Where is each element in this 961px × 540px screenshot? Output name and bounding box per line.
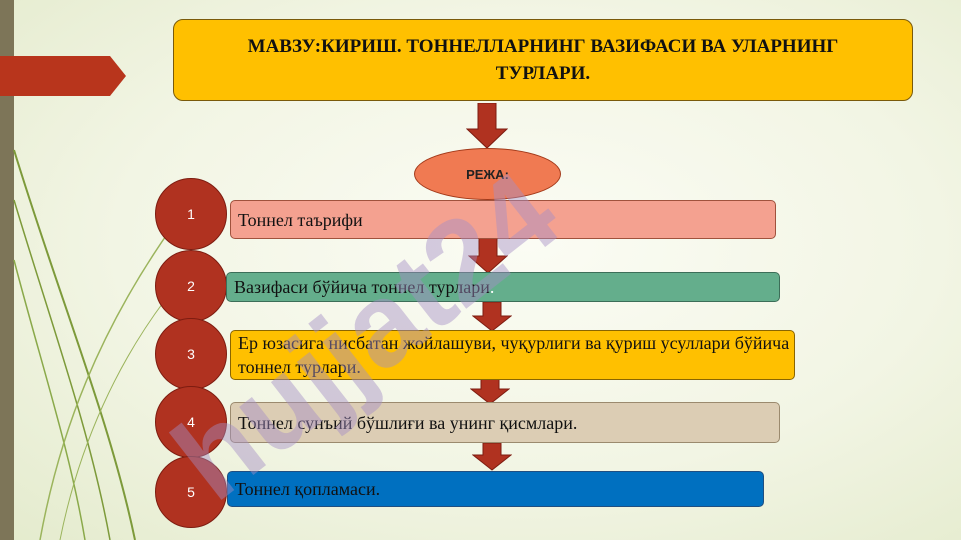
section-arrow-icon (0, 56, 126, 96)
plan-item-text: Тоннел қопламаси. (235, 479, 381, 499)
down-arrow-icon (472, 443, 512, 471)
item-number-4: 4 (155, 386, 227, 458)
down-arrow-icon (468, 238, 508, 274)
plan-item-tail: . (489, 277, 495, 297)
plan-item-text: Тоннел сунъий бўшлиғи ва унинг қисмлари. (238, 412, 578, 433)
down-arrow-icon (466, 103, 508, 149)
plan-item-text: Ер юзасига нисбатан жойлашуви, чуқурлиги… (238, 333, 790, 377)
item-number-2: 2 (155, 250, 227, 322)
plan-item-text: Вазифаси бўйича тоннел турлари (234, 277, 490, 297)
item-number-5: 5 (155, 456, 227, 528)
plan-label: РЕЖА: (414, 148, 561, 200)
page-title: МАВЗУ:КИРИШ. ТОННЕЛЛАРНИНГ ВАЗИФАСИ ВА У… (173, 19, 913, 101)
plan-item-1: Тоннел таърифи (230, 200, 776, 239)
plan-item-4: Тоннел сунъий бўшлиғи ва унинг қисмлари. (230, 402, 780, 443)
plan-item-5: Тоннел қопламаси. (227, 471, 764, 507)
plan-item-2: Вазифаси бўйича тоннел турлари. (226, 272, 780, 302)
down-arrow-icon (470, 379, 510, 405)
down-arrow-icon (472, 302, 512, 332)
left-accent-bar (0, 0, 14, 540)
item-number-1: 1 (155, 178, 227, 250)
item-number-3: 3 (155, 318, 227, 390)
plan-item-3: Ер юзасига нисбатан жойлашуви, чуқурлиги… (230, 330, 795, 380)
plan-item-text: Тоннел таърифи (238, 209, 363, 230)
